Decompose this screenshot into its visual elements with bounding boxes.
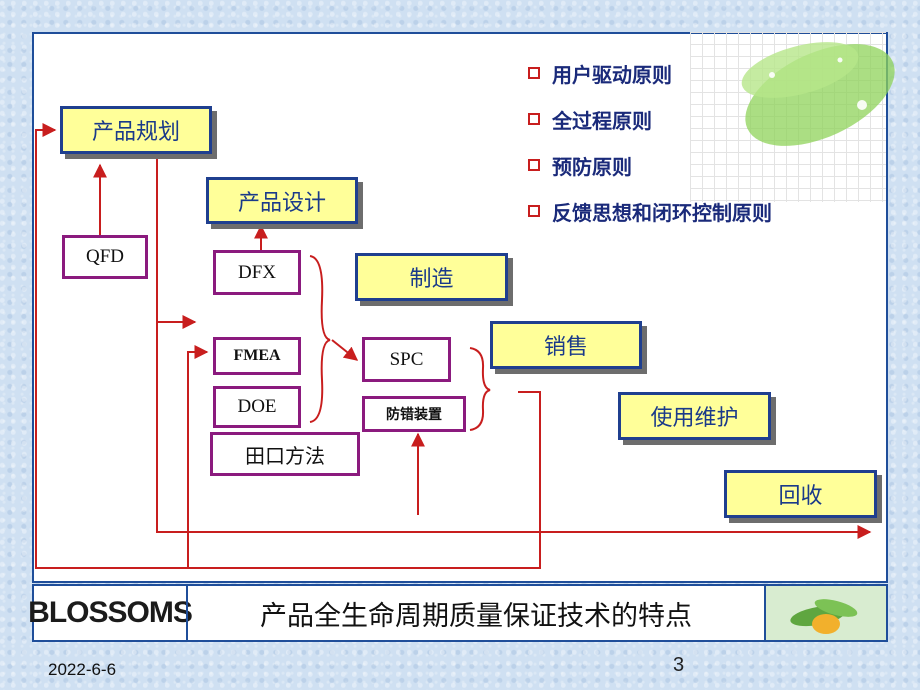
checkbox-bullet-icon — [528, 67, 540, 79]
footer-bar: BLOSSOMS 产品全生命周期质量保证技术的特点 — [28, 584, 888, 642]
stage-planning: 产品规划 — [60, 106, 212, 154]
tool-poka-yoke: 防错装置 — [362, 396, 466, 432]
tool-doe: DOE — [213, 386, 301, 428]
slide-title: 产品全生命周期质量保证技术的特点 — [186, 586, 766, 640]
blossoms-logo: BLOSSOMS — [28, 596, 193, 629]
principle-item: 全过程原则 — [528, 96, 772, 142]
tool-taguchi: 田口方法 — [210, 432, 360, 476]
olive-icon — [790, 599, 858, 634]
olive-branch-image — [766, 586, 886, 640]
stage-maintenance: 使用维护 — [618, 392, 771, 440]
principle-item: 预防原则 — [528, 142, 772, 188]
slide-date: 2022-6-6 — [48, 660, 117, 679]
tool-fmea: FMEA — [213, 337, 301, 375]
tool-dfx: DFX — [213, 250, 301, 295]
checkbox-bullet-icon — [528, 113, 540, 125]
principle-item: 反馈思想和闭环控制原则 — [528, 188, 772, 234]
principle-item: 用户驱动原则 — [528, 50, 772, 96]
principles-list: 用户驱动原则 全过程原则 预防原则 反馈思想和闭环控制原则 — [528, 50, 772, 234]
stage-sales: 销售 — [490, 321, 642, 369]
checkbox-bullet-icon — [528, 159, 540, 171]
stage-recycling: 回收 — [724, 470, 877, 518]
checkbox-bullet-icon — [528, 205, 540, 217]
page-number: 3 — [673, 654, 685, 676]
stage-manufacturing: 制造 — [355, 253, 508, 301]
tool-qfd: QFD — [62, 235, 148, 279]
tool-spc: SPC — [362, 337, 451, 382]
stage-design: 产品设计 — [206, 177, 358, 224]
